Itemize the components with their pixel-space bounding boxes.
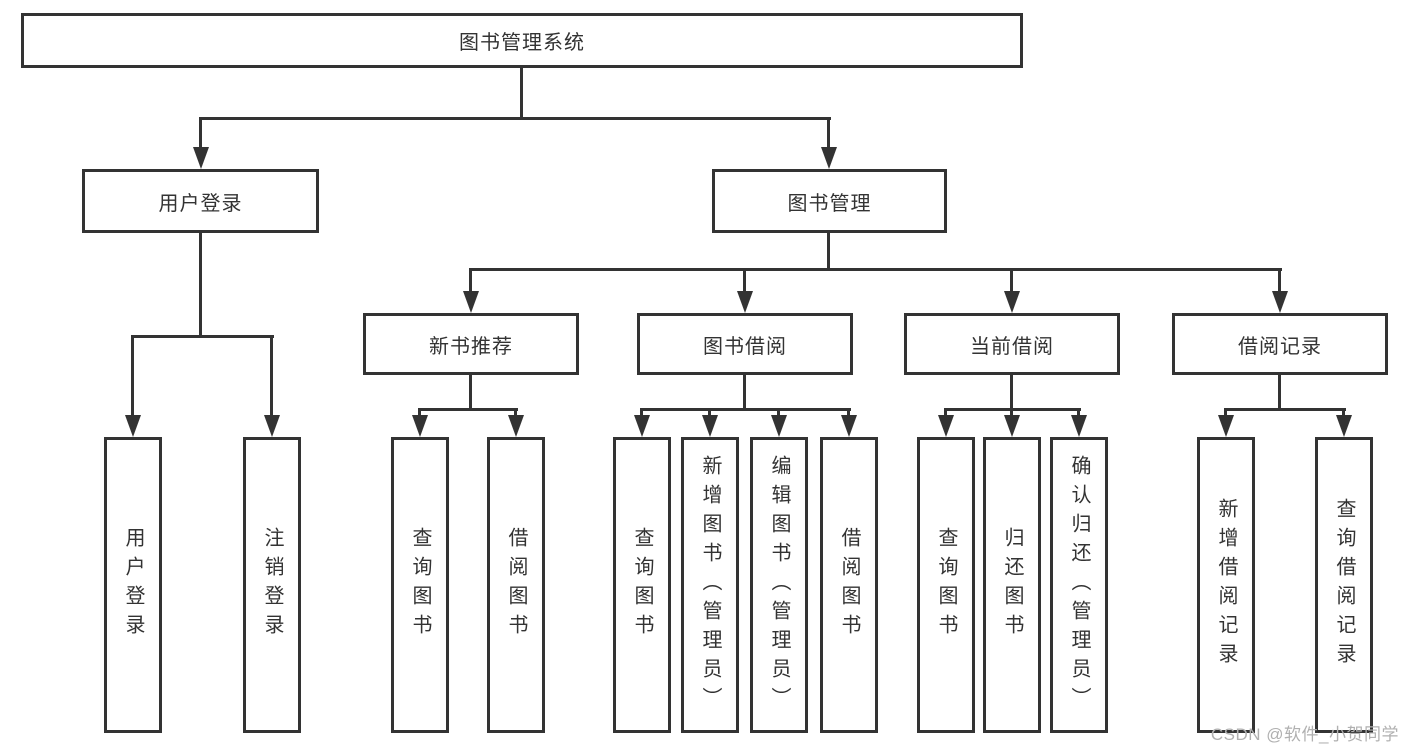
connector-vline: [1010, 408, 1013, 419]
node-user-login: 用户登录: [82, 169, 319, 233]
arrow-down-icon: [463, 291, 479, 313]
connector-vline: [1278, 268, 1281, 293]
connector-vline: [131, 335, 134, 419]
node-label: 归还图书: [1001, 527, 1023, 643]
node-book-borrowing: 图书借阅: [637, 313, 853, 375]
leaf-recommend-borrow-books: 借阅图书: [487, 437, 545, 733]
connector-vline: [1010, 268, 1013, 293]
connector-vline: [777, 408, 780, 419]
node-label: 图书借阅: [703, 335, 787, 358]
arrow-down-icon: [264, 415, 280, 437]
node-current-borrowing: 当前借阅: [904, 313, 1120, 375]
connector-vline: [418, 408, 421, 419]
node-label: 用户登录: [158, 192, 243, 215]
connector-vline: [827, 117, 830, 148]
connector-vline: [514, 408, 517, 419]
node-book-management: 图书管理: [712, 169, 947, 233]
arrow-down-icon: [193, 147, 209, 169]
connector-vline: [469, 268, 472, 293]
node-label: 新书推荐: [429, 335, 513, 358]
connector-vline: [1342, 408, 1345, 419]
connector-vline: [469, 375, 472, 411]
node-library-management-system: 图书管理系统: [21, 13, 1023, 68]
arrow-down-icon: [412, 415, 428, 437]
node-label: 注销登录: [261, 527, 283, 643]
arrow-down-icon: [702, 415, 718, 437]
arrow-down-icon: [821, 147, 837, 169]
leaf-borrowing-add-books-admin: 新增图书（管理员）: [681, 437, 739, 733]
connector-hline: [944, 408, 1081, 411]
node-label: 借阅图书: [505, 527, 527, 643]
connector-hline: [418, 408, 518, 411]
leaf-borrowing-borrow-books: 借阅图书: [820, 437, 878, 733]
leaf-borrowing-edit-books-admin: 编辑图书（管理员）: [750, 437, 808, 733]
leaf-borrowing-query-books: 查询图书: [613, 437, 671, 733]
leaf-current-confirm-return-admin: 确认归还（管理员）: [1050, 437, 1108, 733]
connector-vline: [708, 408, 711, 419]
node-label: 图书管理: [787, 192, 872, 215]
leaf-current-return-books: 归还图书: [983, 437, 1041, 733]
node-label: 新增图书（管理员）: [699, 454, 721, 716]
connector-hline: [199, 117, 831, 120]
node-label: 编辑图书（管理员）: [768, 454, 790, 716]
arrow-down-icon: [634, 415, 650, 437]
connector-vline: [1278, 375, 1281, 411]
arrow-down-icon: [1004, 291, 1020, 313]
node-label: 查询图书: [935, 527, 957, 643]
connector-vline: [944, 408, 947, 419]
arrow-down-icon: [508, 415, 524, 437]
arrow-down-icon: [771, 415, 787, 437]
connector-vline: [847, 408, 850, 419]
node-label: 当前借阅: [970, 335, 1054, 358]
watermark: CSDN @软件_小贺同学: [1210, 725, 1399, 744]
connector-vline: [743, 375, 746, 411]
node-label: 用户登录: [122, 527, 144, 643]
arrow-down-icon: [1218, 415, 1234, 437]
connector-vline: [1077, 408, 1080, 419]
leaf-records-add-record: 新增借阅记录: [1197, 437, 1255, 733]
node-label: 查询图书: [409, 527, 431, 643]
connector-hline: [1224, 408, 1346, 411]
connector-vline: [270, 335, 273, 419]
leaf-recommend-query-books: 查询图书: [391, 437, 449, 733]
connector-hline: [469, 268, 1282, 271]
arrow-down-icon: [841, 415, 857, 437]
arrow-down-icon: [1071, 415, 1087, 437]
node-label: 新增借阅记录: [1215, 498, 1237, 672]
node-label: 借阅图书: [838, 527, 860, 643]
connector-vline: [199, 233, 202, 338]
leaf-logout: 注销登录: [243, 437, 301, 733]
leaf-current-query-books: 查询图书: [917, 437, 975, 733]
arrow-down-icon: [938, 415, 954, 437]
node-label: 确认归还（管理员）: [1068, 454, 1090, 716]
connector-hline: [131, 335, 274, 338]
connector-vline: [199, 117, 202, 148]
arrow-down-icon: [1336, 415, 1352, 437]
leaf-user-login: 用户登录: [104, 437, 162, 733]
arrow-down-icon: [1004, 415, 1020, 437]
node-label: 查询图书: [631, 527, 653, 643]
node-new-book-recommend: 新书推荐: [363, 313, 579, 375]
node-borrowing-records: 借阅记录: [1172, 313, 1388, 375]
connector-vline: [1010, 375, 1013, 411]
leaf-records-query-record: 查询借阅记录: [1315, 437, 1373, 733]
node-label: 借阅记录: [1238, 335, 1322, 358]
connector-vline: [743, 268, 746, 293]
connector-vline: [1224, 408, 1227, 419]
arrow-down-icon: [125, 415, 141, 437]
connector-vline: [827, 233, 830, 271]
node-label: 图书管理系统: [459, 32, 585, 54]
arrow-down-icon: [1272, 291, 1288, 313]
arrow-down-icon: [737, 291, 753, 313]
connector-hline: [640, 408, 851, 411]
connector-vline: [520, 68, 523, 120]
connector-vline: [640, 408, 643, 419]
node-label: 查询借阅记录: [1333, 498, 1355, 672]
